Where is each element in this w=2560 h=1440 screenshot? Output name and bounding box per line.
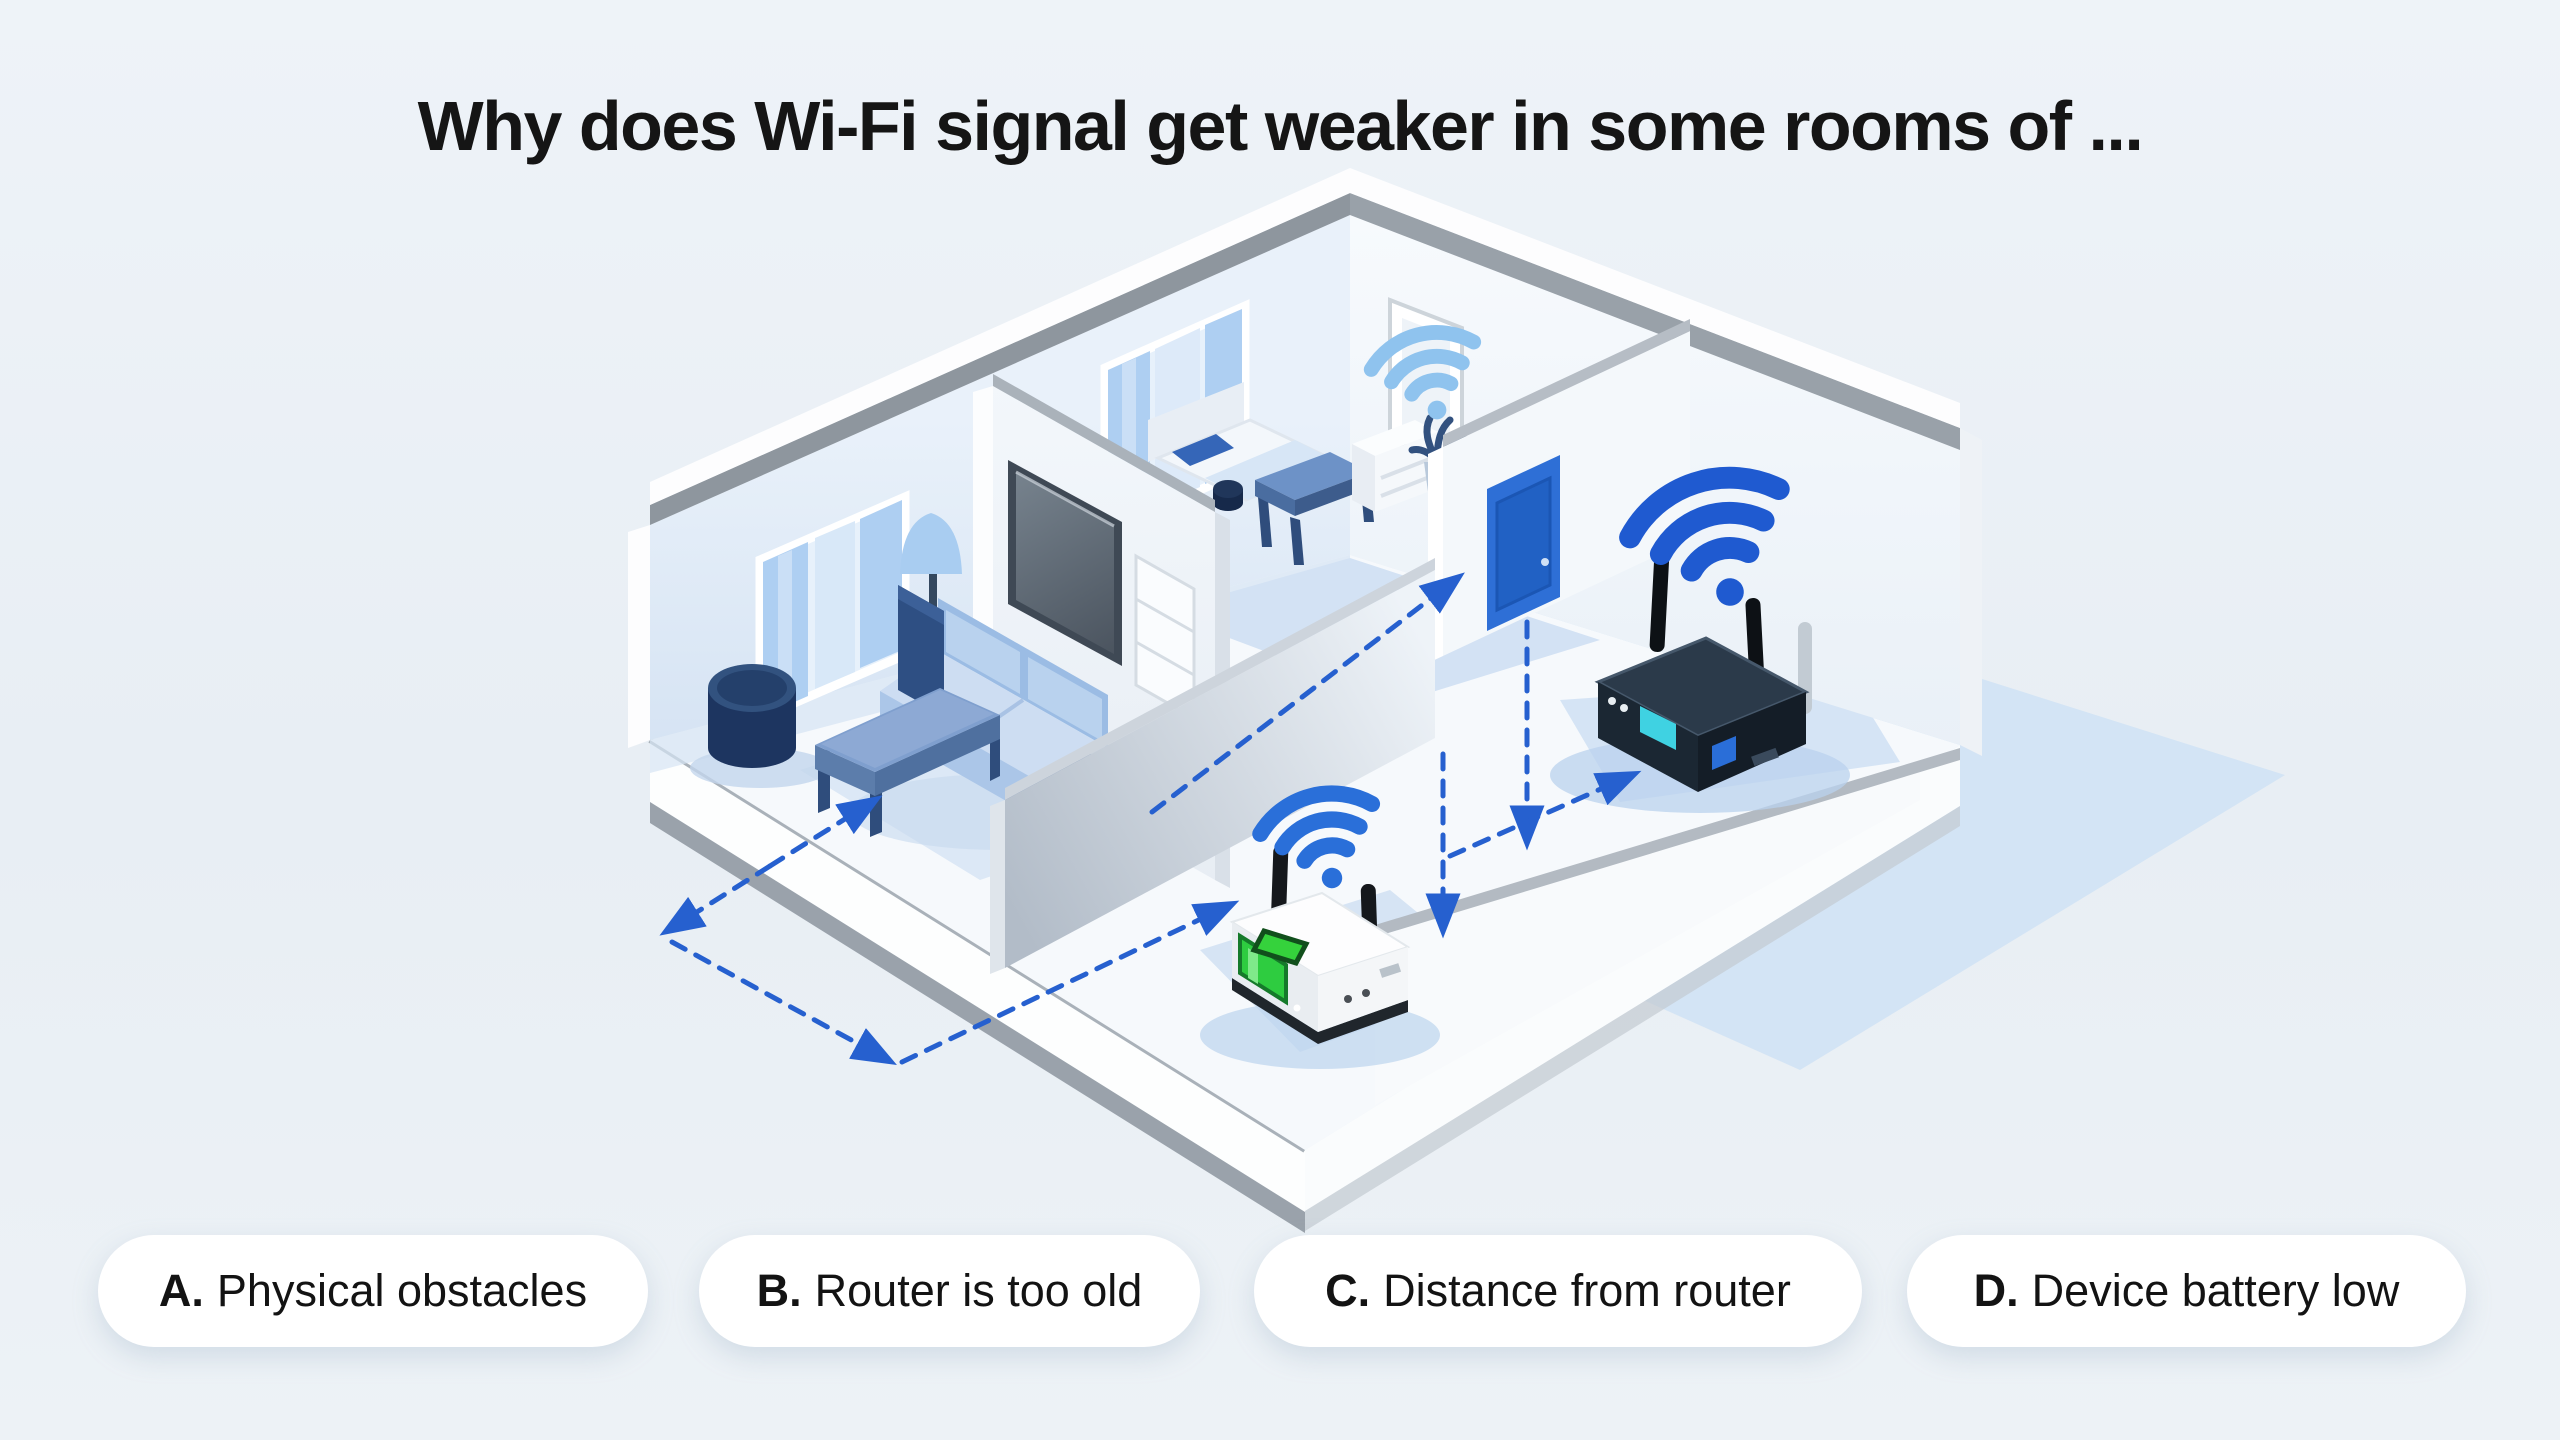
signal-path-arrow (1447, 770, 1642, 859)
wall-tv (1008, 460, 1122, 666)
answer-letter: C. (1325, 1265, 1371, 1316)
white-router (1200, 845, 1440, 1069)
signal-path-arrow (767, 795, 883, 869)
center-room-front-wall (990, 558, 1435, 974)
side-table (1255, 452, 1374, 565)
answer-option-d[interactable]: D. Device battery low (1907, 1235, 2466, 1347)
answer-option-a[interactable]: A. Physical obstacles (98, 1235, 648, 1347)
stool (1213, 480, 1243, 511)
signal-path-arrow (899, 900, 1240, 1065)
signal-path-arrow (669, 939, 897, 1065)
question-title: Why does Wi-Fi signal get weaker in some… (417, 87, 2144, 165)
signal-path-arrow (1149, 572, 1465, 815)
answer-label: Device battery low (2031, 1265, 2400, 1316)
answer-label: Router is too old (814, 1265, 1143, 1316)
answer-option-c[interactable]: C. Distance from router (1254, 1235, 1862, 1347)
pouf (690, 664, 830, 788)
shelf-panel (1134, 553, 1196, 721)
blue-pillow (1172, 434, 1234, 466)
router-battery-indicator (1250, 927, 1310, 967)
answer-label: Distance from router (1383, 1265, 1791, 1316)
router-display (1640, 706, 1676, 750)
blue-door (1487, 455, 1560, 631)
answer-option-b[interactable]: B. Router is too old (699, 1235, 1200, 1347)
signal-path-arrow (659, 863, 773, 936)
answer-letter: A. (158, 1265, 204, 1316)
signal-path-arrows (659, 572, 1642, 1065)
answer-letter: B. (756, 1265, 802, 1316)
answer-label: Physical obstacles (216, 1265, 588, 1316)
coffee-table (815, 688, 1000, 837)
answer-letter: D. (1973, 1265, 2019, 1316)
black-router (1550, 548, 1850, 813)
